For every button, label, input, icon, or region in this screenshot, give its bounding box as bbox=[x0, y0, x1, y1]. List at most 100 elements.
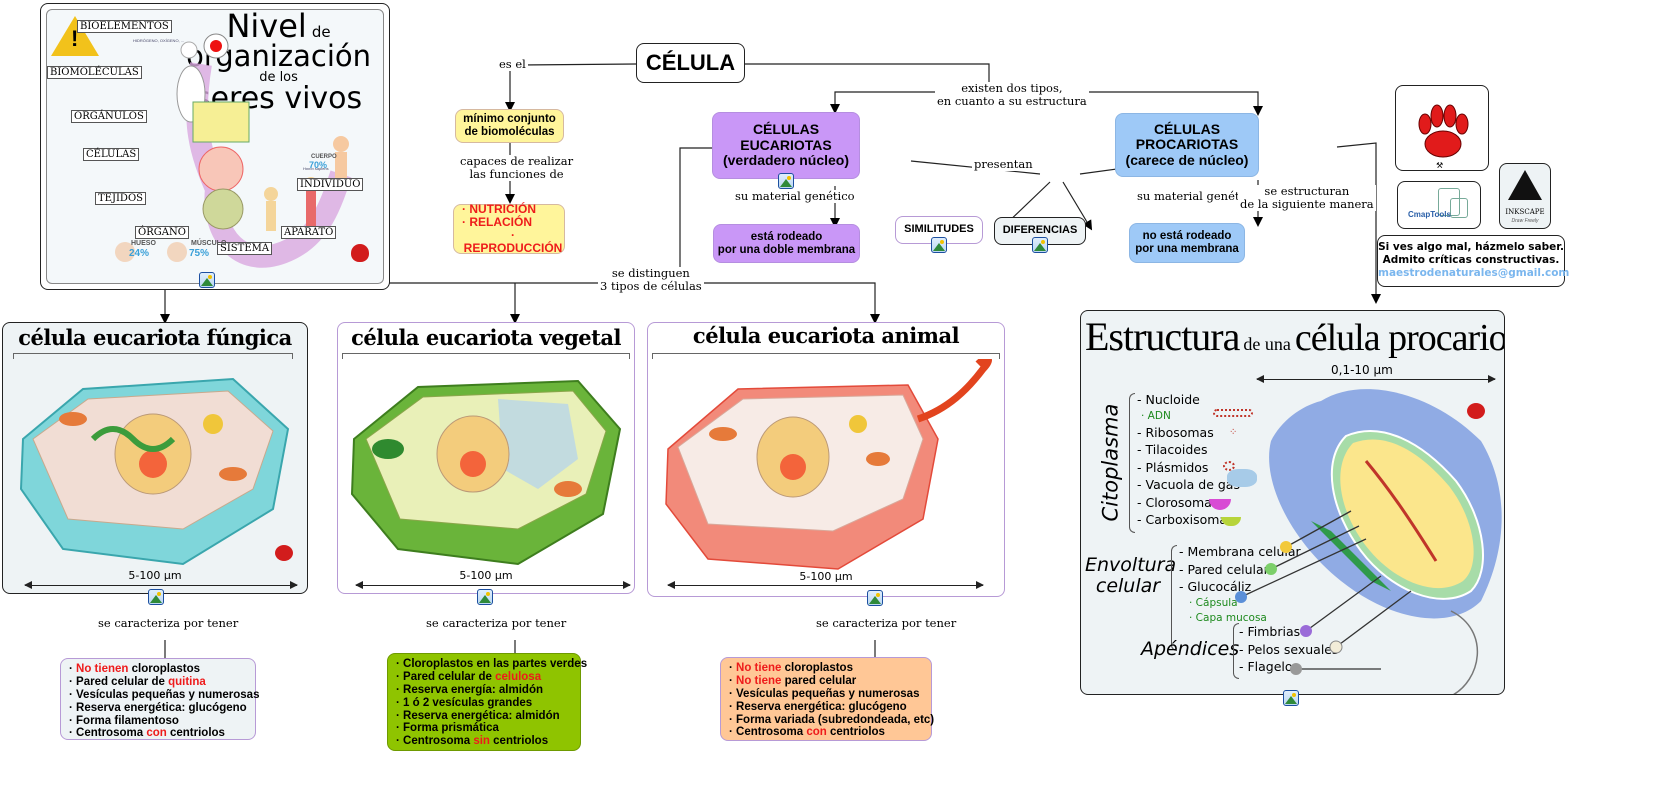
niveles-organizacion-panel[interactable]: ! Nivel de organización de los seres viv… bbox=[40, 3, 390, 290]
trait-item: · No tienen cloroplastos bbox=[69, 663, 200, 675]
adn-icon bbox=[1213, 409, 1253, 417]
trait-item: · Pared celular de quitina bbox=[69, 675, 206, 688]
image-attachment-icon[interactable] bbox=[1283, 690, 1299, 706]
panel-fungica-title: célula eucariota fúngica bbox=[18, 325, 292, 350]
stat-musculo: 75% bbox=[189, 248, 210, 259]
vegetal-traits-box[interactable]: · Cloroplastos en las partes verdes· Par… bbox=[387, 653, 588, 751]
label-bioelementos: BIOELEMENTOS bbox=[77, 20, 172, 33]
link-label-es-el: es el bbox=[497, 57, 528, 72]
funciones-node[interactable]: · NUTRICIÓN · RELACIÓN · REPRODUCCIÓN bbox=[453, 202, 565, 255]
doble-membrana-node[interactable]: está rodeado por una doble membrana bbox=[713, 224, 860, 263]
trait-item: · Reserva energética: glucógeno bbox=[729, 700, 907, 713]
stat-cuerpo: 70% bbox=[309, 160, 328, 170]
panel-fungica[interactable]: célula eucariota fúngica 5-100 µm bbox=[2, 322, 308, 594]
paw-icon: ⚒ bbox=[1418, 104, 1469, 170]
feedback-note: Si ves algo mal, házmelo saber. Admito c… bbox=[1377, 235, 1570, 287]
citoplasma-list: - Nucloide · ADN - Ribosomas - Tilacoide… bbox=[1137, 392, 1240, 527]
email-link[interactable]: maestrodenaturales@gmail.com bbox=[1378, 267, 1570, 279]
link-label-existen: existen dos tipos, en cuanto a su estruc… bbox=[935, 81, 1089, 109]
scale-arrow bbox=[1256, 375, 1496, 383]
trait-item: · Reserva energía: almidón bbox=[396, 683, 543, 696]
trait-item: · No tiene cloroplastos bbox=[729, 662, 853, 674]
ribosomas-icon: ⁘ bbox=[1229, 427, 1238, 438]
trait-item: · Forma filamentoso bbox=[69, 714, 179, 727]
trait-item: · Centrosoma con centriolos bbox=[69, 727, 225, 740]
scale-arrow bbox=[667, 581, 984, 589]
trait-item: · Vesículas pequeñas y numerosas bbox=[729, 687, 920, 700]
label-tejidos: TEJIDOS bbox=[95, 192, 146, 205]
scale-arrow bbox=[24, 581, 298, 589]
scale-label: 5-100 µm bbox=[799, 570, 853, 583]
trait-item: · Forma variada (subredondeada, etc) bbox=[729, 713, 935, 726]
image-attachment-icon[interactable] bbox=[867, 590, 883, 606]
celulas-eucariotas-node[interactable]: CÉLULAS EUCARIOTAS (verdadero núcleo) bbox=[712, 112, 860, 179]
paw-logo-icon bbox=[351, 244, 369, 262]
panel-animal-title: célula eucariota animal bbox=[692, 323, 960, 348]
link-label-presentan: presentan bbox=[972, 157, 1035, 172]
svg-text:⚒: ⚒ bbox=[1436, 161, 1443, 170]
trait-item: · 1 ó 2 vesículas grandes bbox=[396, 696, 533, 709]
celulas-procariotas-node[interactable]: CÉLULAS PROCARIOTAS (carece de núcleo) bbox=[1115, 113, 1259, 177]
section-apendices: Apéndices bbox=[1141, 638, 1240, 660]
image-attachment-icon[interactable] bbox=[477, 589, 493, 605]
link-label-material-euk: su material genético bbox=[733, 189, 857, 204]
celula-root-node[interactable]: CÉLULA bbox=[636, 43, 745, 83]
niveles-title-1: Nivel bbox=[226, 7, 307, 45]
fungal-cell-illustration bbox=[19, 377, 290, 566]
link-label-material-pro: su material genético bbox=[1135, 189, 1259, 204]
clorosomas-icon bbox=[1209, 499, 1231, 510]
image-attachment-icon[interactable] bbox=[931, 237, 947, 253]
inkscape-logo[interactable]: INKSCAPE Draw Freely bbox=[1499, 163, 1551, 229]
image-attachment-icon[interactable] bbox=[199, 272, 215, 288]
trait-item: · Vesículas pequeñas y numerosas bbox=[69, 688, 260, 701]
paw-logo-icon bbox=[275, 545, 293, 561]
link-label-estructuran: se estructuran de la siguiente manera bbox=[1238, 184, 1376, 212]
envoltura-list: - Membrana celular - Pared celular - Glu… bbox=[1179, 544, 1301, 624]
fungica-traits-box[interactable]: · No tienen cloroplastos· Pared celular … bbox=[60, 658, 260, 740]
animal-cell-illustration bbox=[665, 359, 992, 570]
maestro-naturales-logo[interactable]: ⚒ bbox=[1395, 85, 1489, 171]
animal-traits-box[interactable]: · No tiene cloroplastos· No tiene pared … bbox=[720, 657, 935, 741]
link-label-caracteriza: se caracteriza por tener bbox=[424, 616, 569, 631]
trait-item: · Reserva energética: almidón bbox=[396, 709, 560, 722]
scale-arrow bbox=[355, 581, 631, 589]
label-individuo: INDIVIDUO bbox=[297, 178, 364, 191]
panel-animal[interactable]: célula eucariota animal 5-100 µm bbox=[647, 322, 1005, 597]
link-estructuran bbox=[1336, 142, 1381, 304]
link-label-distinguen: se distinguen 3 tipos de células bbox=[598, 266, 704, 294]
stat-hueso: 24% bbox=[129, 248, 150, 259]
carboxisomas-icon bbox=[1221, 517, 1241, 526]
panel-vegetal[interactable]: célula eucariota vegetal 5-100 µm bbox=[337, 322, 635, 594]
label-sistema: SISTEMA bbox=[217, 242, 273, 255]
pointer-lines bbox=[1235, 510, 1412, 675]
procariota-title: Estructura de una célula procariota bbox=[1085, 314, 1505, 359]
scale-label: 0,1-10 µm bbox=[1331, 363, 1393, 377]
scale-label: 5-100 µm bbox=[459, 569, 513, 582]
prokaryote-illustration bbox=[1269, 389, 1502, 694]
label-organo: ÓRGANO bbox=[135, 226, 189, 239]
plasmidos-icon bbox=[1223, 461, 1235, 471]
trait-item: · No tiene pared celular bbox=[729, 674, 857, 687]
minimo-conjunto-node[interactable]: mínimo conjunto de biomoléculas bbox=[455, 109, 564, 143]
vacuola-icon bbox=[1227, 469, 1257, 487]
label-organulos: ORGÁNULOS bbox=[71, 110, 147, 123]
trait-item: · Forma prismática bbox=[396, 722, 499, 735]
panel-procariota[interactable]: Estructura de una célula procariota 0,1-… bbox=[1080, 310, 1505, 695]
section-envoltura: Envoltura celular bbox=[1085, 554, 1177, 597]
apendices-list: - Fimbrias - Pelos sexuales - Flagelos bbox=[1239, 624, 1339, 674]
plant-cell-illustration bbox=[350, 379, 622, 566]
image-attachment-icon[interactable] bbox=[778, 173, 794, 189]
niveles-illustration bbox=[115, 33, 352, 268]
image-attachment-icon[interactable] bbox=[1032, 237, 1048, 253]
no-membrana-node[interactable]: no está rodeado por una membrana bbox=[1129, 223, 1245, 263]
cmaptools-logo[interactable]: CmapTools bbox=[1397, 181, 1481, 229]
trait-item: · Centrosoma con centriolos bbox=[729, 726, 885, 739]
label-celulas: CÉLULAS bbox=[83, 148, 140, 161]
paw-logo-icon bbox=[1467, 403, 1485, 419]
scale-label: 5-100 µm bbox=[128, 569, 182, 582]
label-aparato: APARATO bbox=[281, 226, 337, 239]
link-label-caracteriza: se caracteriza por tener bbox=[96, 616, 241, 631]
image-attachment-icon[interactable] bbox=[148, 589, 164, 605]
link-es-el bbox=[505, 63, 637, 112]
trait-item: · Cloroplastos en las partes verdes bbox=[396, 658, 588, 670]
